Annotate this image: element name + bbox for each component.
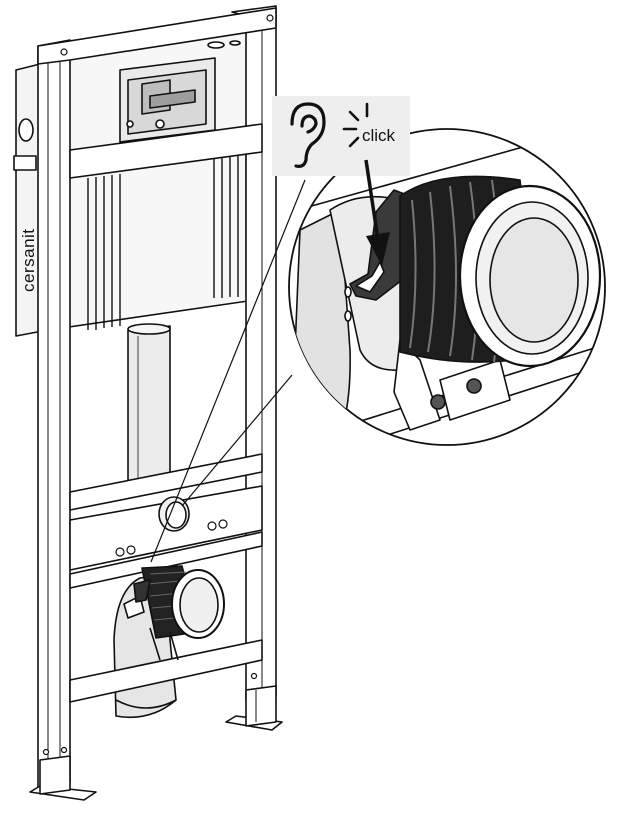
brand-label: cersanit <box>19 228 38 292</box>
tank-ribs <box>87 148 247 330</box>
click-burst-icon <box>342 102 369 148</box>
down-arrow-icon <box>364 159 390 266</box>
outlet-pipe <box>127 323 171 485</box>
click-label: click <box>362 126 396 145</box>
zoom-detail-circle <box>288 128 606 446</box>
mounting-frame <box>29 5 283 801</box>
click-callout: click <box>272 96 410 266</box>
flush-opening <box>119 57 216 143</box>
elbow-seal-small <box>123 565 225 661</box>
ear-icon <box>290 102 326 168</box>
zoom-callout-lines <box>150 179 306 563</box>
